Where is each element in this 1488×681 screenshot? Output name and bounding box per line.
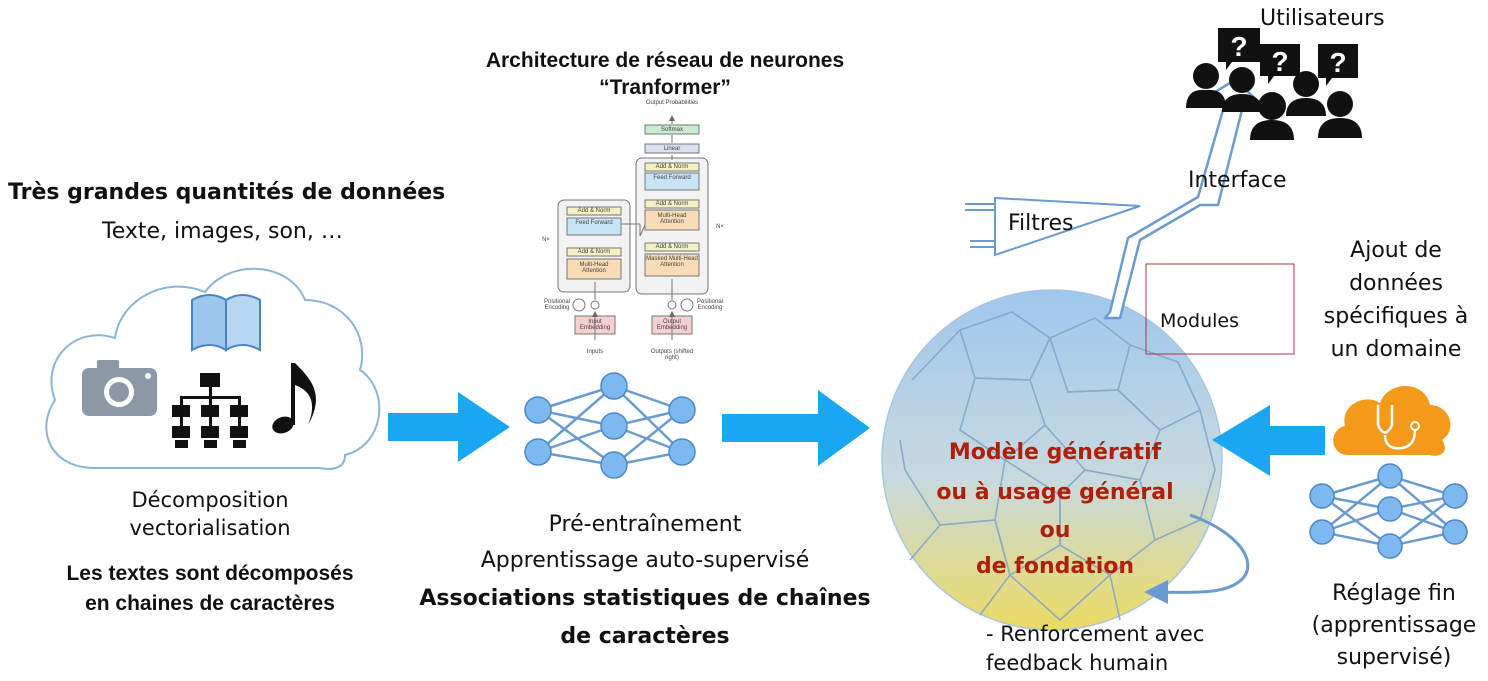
finetune-line3: supervisé) <box>1336 645 1452 670</box>
domain-data-line3: spécifiques à <box>1323 304 1469 329</box>
associations-line2: de caractères <box>560 624 730 649</box>
feedback-label-line2: feedback humain <box>986 651 1169 675</box>
transformer-title-line2: “Tranformer” <box>599 76 731 99</box>
vectorialisation-label: vectorialisation <box>129 516 291 540</box>
transformer-add-norm: Add & Norm <box>655 201 689 207</box>
transformer-positional-encoding: Positional Encoding <box>543 299 570 312</box>
transformer-output-probabilities: Output Probabilities <box>645 100 699 106</box>
transformer-nx-left: N× <box>542 237 550 243</box>
transformer-output-embedding: Output Embedding <box>656 319 688 332</box>
decomposition-label: Décomposition <box>131 488 289 512</box>
transformer-multi-head-attention: Multi-Head Attention <box>579 262 609 275</box>
transformer-architecture <box>557 115 709 340</box>
music-note-icon <box>272 363 316 434</box>
transformer-positional-encoding: Positional Encoding <box>696 299 723 312</box>
transformer-nx-right: N× <box>716 224 724 230</box>
svg-text:?: ? <box>1230 31 1247 62</box>
pretraining-label: Pré-entraînement <box>548 512 742 537</box>
model-title-line3: ou <box>1039 518 1071 543</box>
domain-data-line4: un domaine <box>1330 337 1462 362</box>
transformer-add-norm: Add & Norm <box>655 164 689 170</box>
hierarchy-icon <box>172 373 248 448</box>
data-title: Très grandes quantités de données <box>8 180 446 205</box>
domain-data-line1: Ajout de <box>1350 238 1442 263</box>
finetune-line1: Réglage fin <box>1332 581 1456 606</box>
decomposition-bold-line2: en chaines de caractères <box>85 592 335 615</box>
associations-line1: Associations statistiques de chaînes <box>419 586 871 611</box>
model-sphere <box>881 289 1223 631</box>
modules-box <box>1145 263 1295 355</box>
pretraining-network-nodes <box>524 372 696 479</box>
finetune-network-nodes <box>1309 463 1468 559</box>
transformer-inputs: Inputs <box>586 349 604 355</box>
modules-label: Modules <box>1160 310 1239 332</box>
filters-funnel <box>965 196 1141 257</box>
feedback-loop-arrow <box>1144 513 1249 605</box>
arrow-left-to-network <box>388 392 510 462</box>
interface-arrow <box>1103 78 1262 320</box>
interface-label: Interface <box>1188 168 1287 193</box>
transformer-title-line1: Architecture de réseau de neurones <box>485 49 845 72</box>
finetune-label: Réglage fin (apprentissage supervisé) <box>1300 578 1488 674</box>
transformer-masked-attention: Masked Multi-Head Attention <box>646 256 698 269</box>
transformer-multi-head-attention: Multi-Head Attention <box>657 213 687 226</box>
transformer-add-norm: Add & Norm <box>577 249 611 255</box>
camera-icon <box>82 360 157 416</box>
feedback-label-line1: - Renforcement avec <box>986 622 1205 646</box>
domain-data-line2: données <box>1349 271 1443 296</box>
decomposition-bold-line1: Les textes sont décomposés <box>66 562 354 585</box>
arrow-network-to-model <box>722 390 870 466</box>
self-supervised-label: Apprentissage auto-supervisé <box>480 548 810 573</box>
model-title-line4: de fondation <box>975 554 1135 579</box>
transformer-add-norm: Add & Norm <box>577 208 611 214</box>
transformer-outputs: Outputs (shifted right) <box>650 349 694 362</box>
users-label: Utilisateurs <box>1260 6 1385 31</box>
users-icon <box>1186 28 1362 140</box>
finetune-line2: (apprentissage <box>1311 613 1477 638</box>
filters-label: Filtres <box>1008 211 1074 236</box>
data-subtitle: Texte, images, son, … <box>102 219 343 244</box>
transformer-linear: Linear <box>663 146 681 152</box>
book-icon <box>191 294 261 352</box>
transformer-softmax: Softmax <box>660 127 683 133</box>
data-cloud <box>45 268 381 470</box>
arrow-domain-to-model <box>1212 405 1325 476</box>
transformer-add-norm: Add & Norm <box>655 244 689 250</box>
domain-cloud-icon <box>1333 385 1451 456</box>
transformer-input-embedding: Input Embedding <box>579 319 611 332</box>
model-title-line1: Modèle génératif <box>948 440 1162 465</box>
transformer-feed-forward: Feed Forward <box>653 175 691 181</box>
svg-text:?: ? <box>1329 47 1346 78</box>
svg-text:?: ? <box>1271 46 1288 77</box>
model-title-line2: ou à usage général <box>936 480 1174 505</box>
domain-data-label: Ajout de données spécifiques à un domain… <box>1306 234 1486 366</box>
question-marks: ? ? ? <box>1230 31 1346 78</box>
transformer-feed-forward: Feed Forward <box>575 220 613 226</box>
